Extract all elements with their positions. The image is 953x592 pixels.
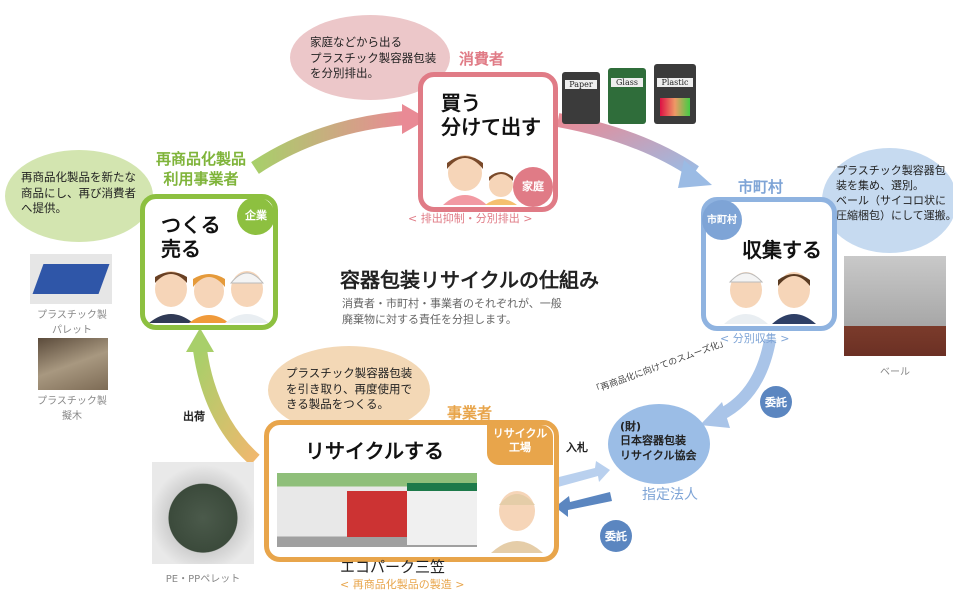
pallet-photo xyxy=(30,254,112,304)
recycler-role-label: 事業者 xyxy=(447,404,493,422)
designated-org-circle: (財) 日本容器包装 リサイクル協会 xyxy=(608,404,710,484)
caption-line: 擬木 xyxy=(62,411,82,422)
bubble-line: プラスチック製容器包装 xyxy=(286,366,413,380)
arrow-business-to-consumer xyxy=(251,111,406,174)
bubble-line: へ提供。 xyxy=(21,201,67,216)
arrow-recycler-to-business-head xyxy=(186,328,214,352)
bin-glass-label: Glass xyxy=(611,78,643,87)
action-line: 売る xyxy=(161,237,201,261)
org-line: 日本容器包装 xyxy=(620,434,686,448)
recycler-speech-bubble: プラスチック製容器包装 を引き取り、再度使用で きる製品をつくる。 xyxy=(268,346,430,434)
business-stage: つくる 売る 企業 xyxy=(140,194,278,330)
arrow-recycler-to-designated xyxy=(555,461,610,487)
lumber-caption: プラスチック製 擬木 xyxy=(22,392,122,422)
bubble-line: 家庭などから出る xyxy=(310,35,402,49)
arrow-designated-to-recycler xyxy=(555,492,612,517)
pellets-photo xyxy=(152,462,254,564)
entrust-top-marker: 委託 xyxy=(760,386,792,418)
municipality-subtitle: < 分別収集 > xyxy=(720,332,790,345)
role-line: 利用事業者 xyxy=(163,169,239,188)
family-illustration xyxy=(443,155,517,205)
org-line: (財) xyxy=(620,420,642,433)
recycler-factory-tag: リサイクル 工場 xyxy=(487,425,553,465)
pallet-caption: プラスチック製 パレット xyxy=(22,306,122,336)
bin-paper: Paper xyxy=(562,72,600,124)
arrow-business-to-consumer-head xyxy=(402,104,428,134)
entrust-bottom-marker: 委託 xyxy=(600,520,632,552)
bubble-line: ベール（サイコロ状に xyxy=(836,193,946,207)
municipality-role-label: 市町村 xyxy=(738,178,784,196)
caption-line: パレット xyxy=(52,325,92,336)
designated-label: 指定法人 xyxy=(642,487,698,503)
business-role-label: 再商品化製品 利用事業者 xyxy=(156,150,246,189)
factory-worker-illustration xyxy=(491,491,543,553)
recycle-bins: Paper Glass Plastic xyxy=(562,60,702,140)
diagram-title: 容器包装リサイクルの仕組み xyxy=(340,268,599,292)
bubble-line: きる製品をつくる。 xyxy=(286,397,390,412)
bubble-line: 再商品化製品を新たな xyxy=(21,170,136,184)
diagram-description: 消費者・市町村・事業者のそれぞれが、一般廃棄物に対する責任を分担します。 xyxy=(342,297,562,326)
arrow-consumer-to-municipality-head xyxy=(678,160,712,188)
bubble-line: を分別排出。 xyxy=(310,66,379,81)
arrow-recycler-to-business xyxy=(193,348,260,466)
bin-paper-label: Paper xyxy=(565,80,597,89)
arrow-municipality-to-designated xyxy=(717,338,776,421)
municipality-action: 収集する xyxy=(742,238,822,262)
business-company-tag: 企業 xyxy=(237,197,275,235)
recycler-subtitle: < 再商品化製品の製造 > xyxy=(340,578,465,591)
business-speech-bubble: 再商品化製品を新たな 商品にし、再び消費者 へ提供。 xyxy=(5,150,153,242)
shipping-marker: 出荷 xyxy=(178,400,210,432)
workers-illustration xyxy=(724,272,816,324)
bale-photo xyxy=(844,256,946,356)
municipality-stage: 市町村 収集する xyxy=(701,197,837,331)
caption-line: プラスチック製 xyxy=(37,310,107,321)
consumer-action: 買う 分けて出す xyxy=(441,91,541,139)
bin-plastic-label: Plastic xyxy=(657,78,693,87)
org-line: リサイクル協会 xyxy=(620,448,697,462)
business-action: つくる 売る xyxy=(161,213,221,261)
consumer-role-label: 消費者 xyxy=(459,50,505,68)
bubble-line: を引き取り、再度使用で xyxy=(286,381,413,396)
bin-glass: Glass xyxy=(608,68,646,124)
consumer-subtitle: < 排出抑制・分別排出 > xyxy=(408,212,533,225)
factory-name: エコパーク三笠 xyxy=(340,558,446,576)
bubble-line: 装を集め、選別。 xyxy=(836,178,924,192)
action-line: つくる xyxy=(161,213,221,237)
bale-caption: ベール xyxy=(880,367,910,378)
bubble-line: 商品にし、再び消費者 xyxy=(21,185,136,200)
consumer-home-tag: 家庭 xyxy=(513,167,553,207)
tag-line: リサイクル xyxy=(492,427,548,440)
caption-line: プラスチック製 xyxy=(37,396,107,407)
action-line: 買う xyxy=(441,91,481,115)
recycler-action: リサイクルする xyxy=(305,439,444,463)
business-people-illustration xyxy=(149,271,269,323)
lumber-photo xyxy=(38,338,108,390)
bubble-line: プラスチック製容器包 xyxy=(836,164,946,177)
bin-plastic: Plastic xyxy=(654,64,696,124)
action-line: 分けて出す xyxy=(441,115,541,139)
tag-line: 工場 xyxy=(509,441,531,455)
municipality-tag: 市町村 xyxy=(702,200,742,240)
municipality-speech-bubble: プラスチック製容器包 装を集め、選別。 ベール（サイコロ状に 圧縮梱包）にして運… xyxy=(822,148,953,253)
consumer-stage: 買う 分けて出す 家庭 xyxy=(418,72,558,212)
bubble-line: プラスチック製容器包装 xyxy=(310,50,437,65)
role-line: 再商品化製品 xyxy=(156,150,247,168)
factory-photo xyxy=(277,473,477,547)
recycler-stage: リサイクルする リサイクル 工場 xyxy=(264,420,559,562)
arrow-municipality-to-designated-head xyxy=(700,402,730,428)
bid-marker: 入札 xyxy=(560,430,594,464)
pellets-caption: PE・PPペレット xyxy=(165,574,241,585)
bubble-line: 圧縮梱包）にして運搬。 xyxy=(836,208,953,222)
